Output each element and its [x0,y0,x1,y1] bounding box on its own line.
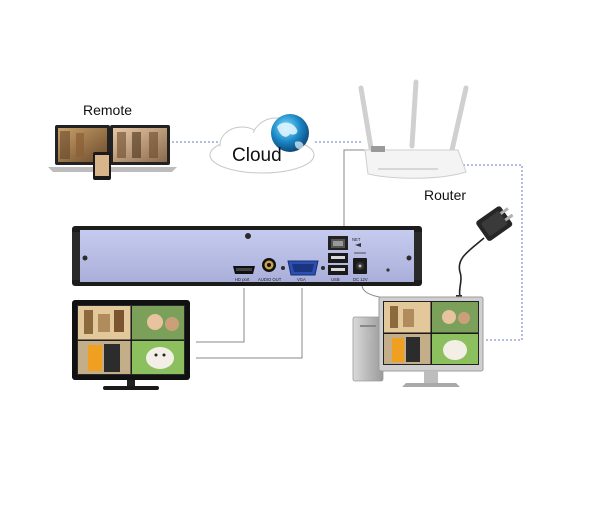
vga-port-label: VGA [297,277,306,282]
cloud-node: Cloud [209,114,315,174]
audio-out-label: AUDIO OUT [258,277,282,282]
ethernet-port: NET [328,236,361,250]
usb-ports: USB [328,253,348,282]
dc-power-port: DC 12V [353,252,368,282]
phone-icon [93,152,111,180]
reset-hole [386,268,390,272]
network-links [172,141,523,341]
vga-cable [196,288,303,359]
router-pc-link [463,164,523,341]
audio-out-port: AUDIO OUT [258,258,282,282]
remote-label: Remote [83,102,132,118]
tv-monitor-icon [72,300,190,390]
hdmi-port-label: HD port [235,277,250,282]
dc-port-label: DC 12V [353,277,368,282]
hdmi-port: HD port [233,266,255,282]
hdmi-cable [196,288,245,343]
router-label: Router [424,187,466,203]
router-icon [358,79,469,179]
nvr-device: HD port AUDIO OUT VGA NET [72,226,422,286]
screw-icon [82,255,88,261]
network-icon [355,243,361,247]
desktop-pc-icon [352,296,484,387]
router-nvr-cable [343,149,372,232]
usb-port-label: USB [331,277,340,282]
screw-icon [245,233,251,239]
cloud-label: Cloud [232,145,282,166]
screw-icon [406,255,412,261]
laptop-icon [48,125,177,172]
globe-icon [271,114,309,152]
vga-port: VGA [281,260,325,282]
net-port-label: NET [352,237,361,242]
remote-devices: Remote [48,102,177,180]
power-adapter-icon [456,206,514,303]
